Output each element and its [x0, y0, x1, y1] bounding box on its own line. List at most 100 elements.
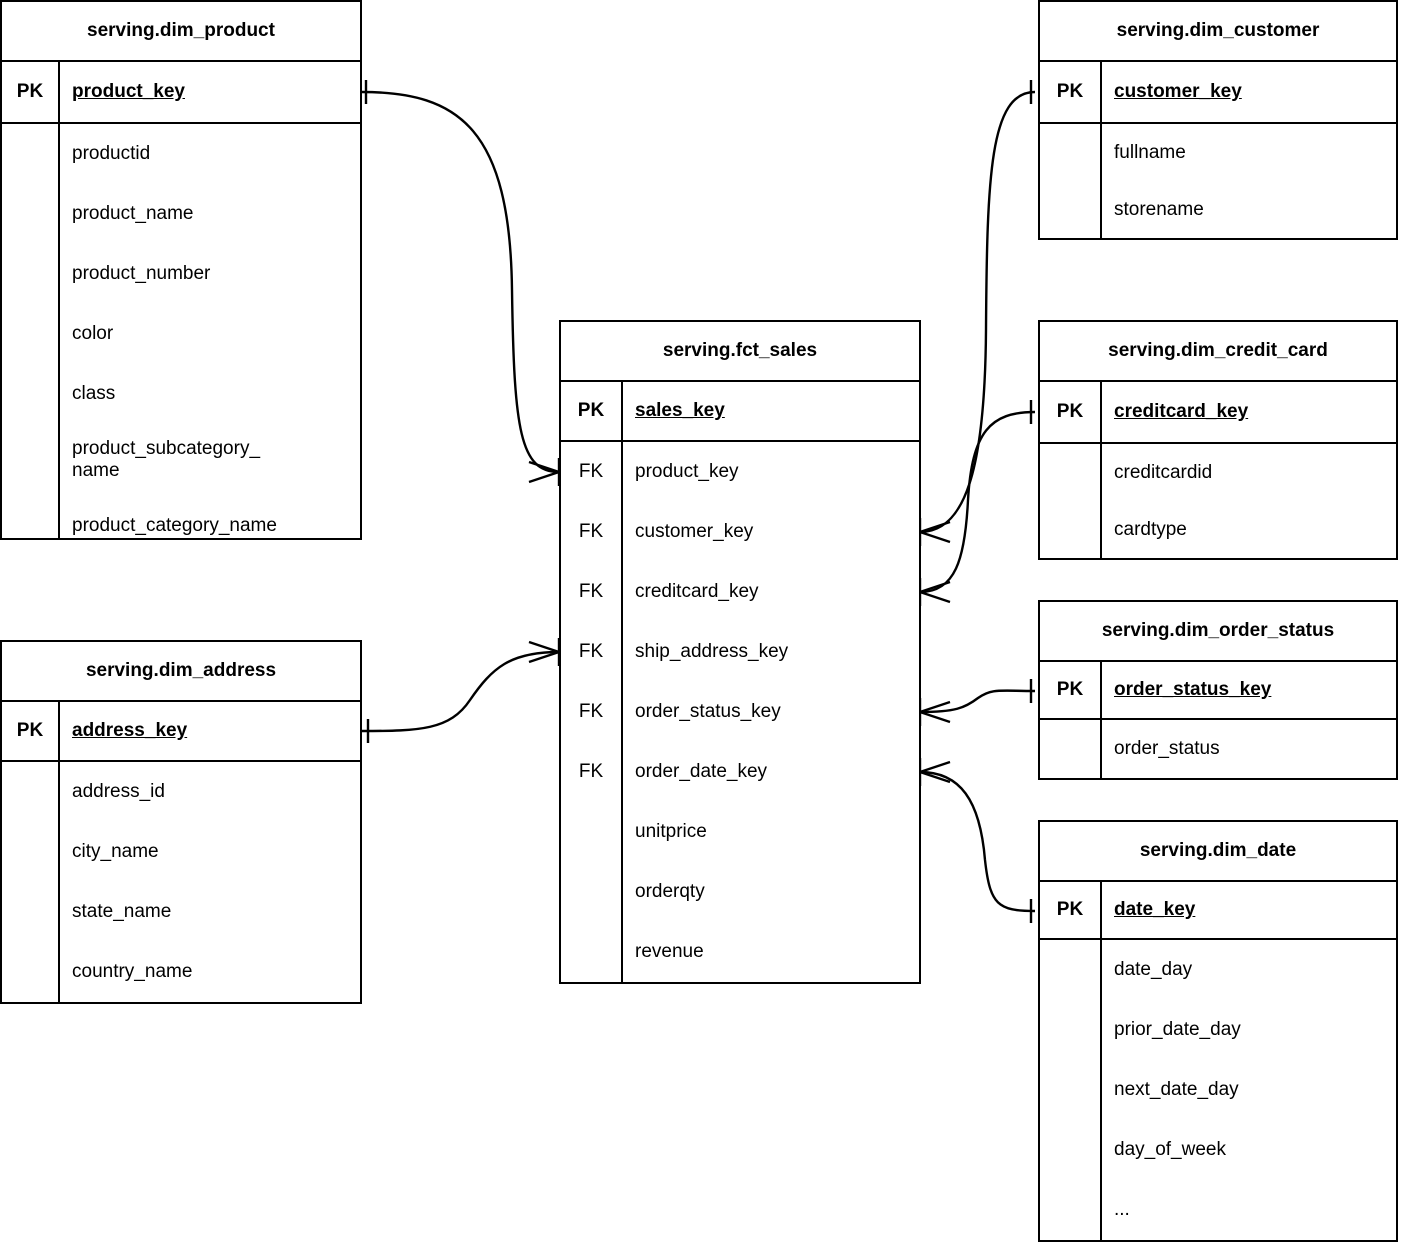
attr-tag-dim-date-3	[1040, 1120, 1100, 1180]
attr-field-dim-product-2[interactable]: product_number	[72, 263, 211, 284]
key-column-dim-order-status: PK	[1040, 662, 1102, 778]
attr-field-dim-address-3[interactable]: country_name	[72, 961, 193, 982]
crowsfoot-product	[528, 458, 561, 486]
crowsfoot-order-status	[918, 698, 951, 726]
attr-field-fct-sales-2[interactable]: creditcard_key	[635, 581, 759, 602]
field-column-dim-address: address_key address_id city_name state_n…	[60, 702, 360, 1002]
entity-dim-customer[interactable]: serving.dim_customer PK customer_key ful…	[1038, 0, 1398, 240]
attr-field-dim-address-0[interactable]: address_id	[72, 781, 165, 802]
crowsfoot-creditcard	[918, 578, 951, 606]
pk-tag-dim-product: PK	[16, 81, 44, 102]
pk-tag-dim-credit-card: PK	[1056, 401, 1084, 422]
attr-field-dim-date-0[interactable]: date_day	[1114, 959, 1193, 980]
entity-dim-order-status[interactable]: serving.dim_order_status PK order_status…	[1038, 600, 1398, 780]
attr-field-dim-product-6[interactable]: product_category_name	[72, 515, 277, 536]
attr-field-fct-sales-7[interactable]: orderqty	[635, 881, 705, 902]
attr-field-dim-address-2[interactable]: state_name	[72, 901, 172, 922]
entity-title-dim-address: serving.dim_address	[2, 642, 360, 702]
entity-body-dim-credit-card: PK creditcard_key creditcardid cardtype	[1040, 382, 1396, 558]
field-column-dim-product: product_key productid product_name produ…	[60, 62, 360, 538]
entity-body-dim-order-status: PK order_status_key order_status	[1040, 662, 1396, 778]
entity-dim-date[interactable]: serving.dim_date PK date_key	[1038, 820, 1398, 1242]
entity-title-dim-customer: serving.dim_customer	[1040, 2, 1396, 62]
fk-tag-fct-sales-5: FK	[578, 761, 604, 782]
key-column-dim-customer: PK	[1040, 62, 1102, 238]
attr-field-dim-credit-card-1[interactable]: cardtype	[1114, 518, 1187, 540]
attr-tag-dim-customer-0	[1040, 124, 1100, 181]
pk-field-dim-product[interactable]: product_key	[72, 81, 185, 102]
attr-field-fct-sales-3[interactable]: ship_address_key	[635, 641, 789, 662]
connector-product	[361, 90, 560, 474]
pk-tag-fct-sales: PK	[577, 400, 605, 421]
attr-field-fct-sales-6[interactable]: unitprice	[635, 821, 707, 842]
fk-tag-fct-sales-1: FK	[578, 521, 604, 542]
attr-field-dim-product-3[interactable]: color	[72, 323, 114, 344]
pk-tag-dim-customer: PK	[1056, 81, 1084, 102]
pk-field-dim-credit-card[interactable]: creditcard_key	[1114, 401, 1249, 422]
entity-body-fct-sales: PK FK FK FK FK FK FK sales_key	[561, 382, 919, 982]
entity-fct-sales[interactable]: serving.fct_sales PK FK FK FK FK FK FK	[559, 320, 921, 984]
attr-tag-fct-sales-6	[561, 802, 621, 862]
attr-field-fct-sales-0[interactable]: product_key	[635, 461, 739, 482]
attr-field-dim-customer-0[interactable]: fullname	[1114, 141, 1186, 163]
attr-field-dim-date-4[interactable]: ...	[1114, 1199, 1130, 1220]
pk-field-dim-date[interactable]: date_key	[1114, 899, 1196, 920]
attr-field-dim-customer-1[interactable]: storename	[1114, 198, 1204, 220]
attr-field-fct-sales-1[interactable]: customer_key	[635, 521, 754, 542]
attr-field-fct-sales-4[interactable]: order_status_key	[635, 701, 781, 722]
pk-field-dim-address[interactable]: address_key	[72, 720, 188, 741]
pk-tag-dim-date: PK	[1056, 899, 1084, 920]
pk-tag-dim-address: PK	[16, 720, 44, 741]
attr-field-fct-sales-5[interactable]: order_date_key	[635, 761, 768, 782]
connector-date	[919, 770, 1036, 913]
pk-tag-dim-order-status: PK	[1056, 679, 1084, 700]
attr-field-fct-sales-8[interactable]: revenue	[635, 941, 704, 962]
attr-tag-dim-address-3	[2, 942, 58, 1002]
fk-tag-fct-sales-3: FK	[578, 641, 604, 662]
attr-tag-dim-credit-card-0	[1040, 444, 1100, 501]
entity-title-dim-credit-card: serving.dim_credit_card	[1040, 322, 1396, 382]
attr-field-dim-product-4[interactable]: class	[72, 383, 116, 404]
fk-tag-fct-sales-4: FK	[578, 701, 604, 722]
attr-tag-fct-sales-8	[561, 922, 621, 982]
entity-dim-credit-card[interactable]: serving.dim_credit_card PK creditcard_ke…	[1038, 320, 1398, 560]
attr-tag-dim-credit-card-1	[1040, 501, 1100, 558]
entity-body-dim-date: PK date_key date_day prior_date_day n	[1040, 882, 1396, 1240]
attr-field-dim-product-0[interactable]: productid	[72, 143, 151, 164]
attr-field-dim-product-1[interactable]: product_name	[72, 203, 194, 224]
attr-field-dim-credit-card-0[interactable]: creditcardid	[1114, 461, 1213, 483]
entity-title-dim-date: serving.dim_date	[1040, 822, 1396, 882]
field-column-dim-credit-card: creditcard_key creditcardid cardtype	[1102, 382, 1396, 558]
attr-tag-dim-product-4	[2, 364, 58, 424]
pk-field-fct-sales[interactable]: sales_key	[635, 400, 725, 421]
connector-address	[361, 650, 560, 733]
attr-tag-dim-date-2	[1040, 1060, 1100, 1120]
entity-body-dim-product: PK product_key productid	[2, 62, 360, 538]
attr-tag-dim-date-1	[1040, 1000, 1100, 1060]
field-column-fct-sales: sales_key product_key customer_key credi…	[623, 382, 919, 982]
attr-tag-dim-product-5	[2, 424, 58, 496]
entity-title-fct-sales: serving.fct_sales	[561, 322, 919, 382]
connector-customer	[919, 90, 1036, 534]
entity-dim-product[interactable]: serving.dim_product PK product_k	[0, 0, 362, 540]
key-column-dim-credit-card: PK	[1040, 382, 1102, 558]
field-column-dim-order-status: order_status_key order_status	[1102, 662, 1396, 778]
attr-tag-dim-date-4	[1040, 1180, 1100, 1240]
pk-field-dim-order-status[interactable]: order_status_key	[1114, 679, 1272, 700]
attr-field-dim-date-2[interactable]: next_date_day	[1114, 1079, 1239, 1100]
attr-field-dim-date-1[interactable]: prior_date_day	[1114, 1019, 1241, 1040]
attr-tag-fct-sales-7	[561, 862, 621, 922]
pk-field-dim-customer[interactable]: customer_key	[1114, 81, 1242, 102]
entity-dim-address[interactable]: serving.dim_address PK address_key ad	[0, 640, 362, 1004]
attr-field-dim-date-3[interactable]: day_of_week	[1114, 1139, 1226, 1160]
attr-tag-dim-product-3	[2, 304, 58, 364]
attr-tag-dim-product-6	[2, 496, 58, 556]
attr-field-dim-address-1[interactable]: city_name	[72, 841, 159, 862]
attr-tag-dim-date-0	[1040, 940, 1100, 1000]
crowsfoot-date	[918, 758, 951, 786]
attr-field-dim-product-5[interactable]: product_subcategory_name	[72, 437, 261, 481]
attr-field-dim-order-status-0[interactable]: order_status	[1114, 738, 1220, 759]
attr-tag-dim-customer-1	[1040, 181, 1100, 238]
key-column-dim-product: PK	[2, 62, 60, 538]
attr-tag-dim-product-0	[2, 124, 58, 184]
